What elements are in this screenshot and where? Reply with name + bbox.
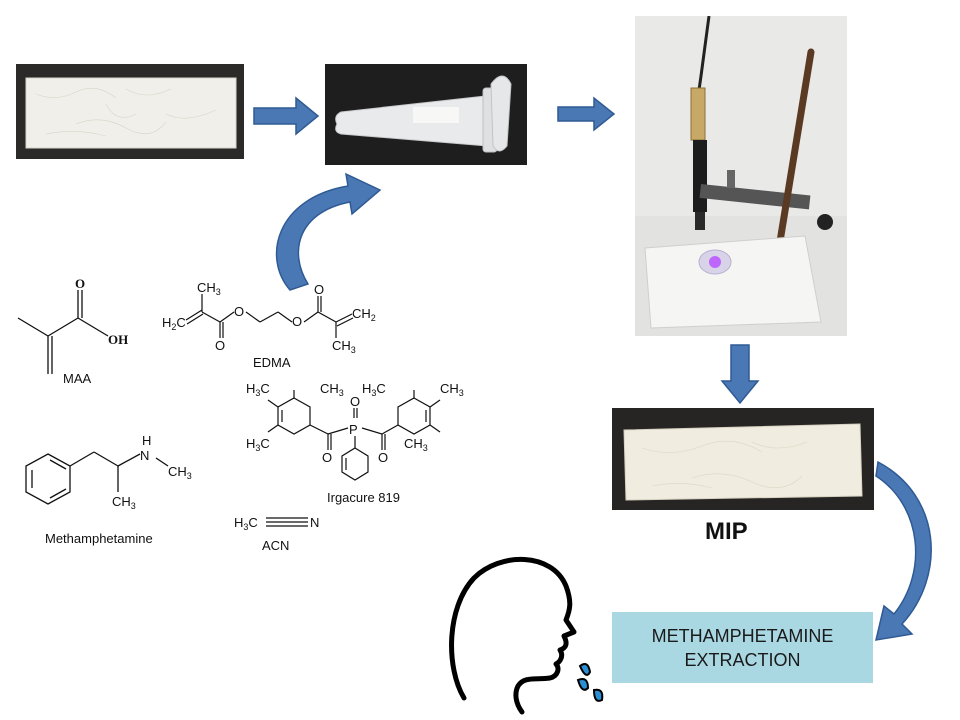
svg-text:N: N (310, 515, 319, 530)
uv-setup-photo (635, 16, 847, 336)
svg-text:CH3: CH3 (332, 338, 356, 355)
svg-text:CH3: CH3 (197, 280, 221, 297)
tube-photo (325, 64, 527, 165)
head-spitting-icon (449, 557, 604, 715)
svg-text:CH3: CH3 (112, 494, 136, 511)
maa-structure: O OH (17, 276, 128, 374)
down-arrow-icon (720, 344, 760, 405)
extraction-line-1: METHAMPHETAMINE (651, 625, 834, 646)
methamphetamine-structure: H N CH3 CH3 (25, 433, 192, 511)
acn-structure: H3C N (234, 515, 319, 532)
acn-label: ACN (262, 538, 290, 553)
svg-text:O: O (350, 394, 360, 409)
svg-text:H3C: H3C (362, 381, 386, 398)
svg-text:O: O (322, 450, 332, 465)
mip-label: MIP (705, 518, 748, 545)
svg-text:N: N (140, 448, 149, 463)
paper-strip-photo (16, 64, 244, 159)
svg-text:H3C: H3C (246, 381, 270, 398)
svg-text:O: O (215, 338, 225, 353)
edma-label: EDMA (253, 355, 291, 370)
right-arrow-icon (253, 96, 320, 136)
svg-text:O: O (378, 450, 388, 465)
curved-arrow-icon (875, 460, 932, 641)
svg-text:O: O (234, 304, 244, 319)
curved-arrow-icon (275, 172, 382, 291)
svg-text:CH2: CH2 (352, 306, 376, 323)
svg-text:P: P (349, 422, 358, 437)
svg-text:CH3: CH3 (320, 381, 344, 398)
extraction-box: METHAMPHETAMINE EXTRACTION (612, 612, 873, 683)
svg-text:O: O (314, 282, 324, 297)
svg-text:H2C: H2C (162, 315, 186, 332)
maa-label: MAA (63, 371, 92, 386)
extraction-line-2: EXTRACTION (684, 649, 801, 670)
irgacure-structure: O P O O H3C CH3 H3C CH3 H3C CH3 (246, 381, 464, 481)
svg-text:O: O (292, 314, 302, 329)
irgacure-label: Irgacure 819 (327, 490, 400, 505)
methamphetamine-label: Methamphetamine (45, 531, 153, 546)
svg-text:CH3: CH3 (440, 381, 464, 398)
right-arrow-icon (557, 96, 616, 132)
svg-text:O: O (75, 276, 85, 291)
mip-strip-photo (612, 408, 874, 510)
svg-text:CH3: CH3 (404, 436, 428, 453)
svg-text:H3C: H3C (246, 436, 270, 453)
svg-text:CH3: CH3 (168, 464, 192, 481)
svg-text:H: H (142, 433, 151, 448)
svg-text:H3C: H3C (234, 515, 258, 532)
svg-text:OH: OH (108, 332, 128, 347)
edma-structure: H2C CH3 O O O O CH2 CH3 (162, 280, 376, 355)
